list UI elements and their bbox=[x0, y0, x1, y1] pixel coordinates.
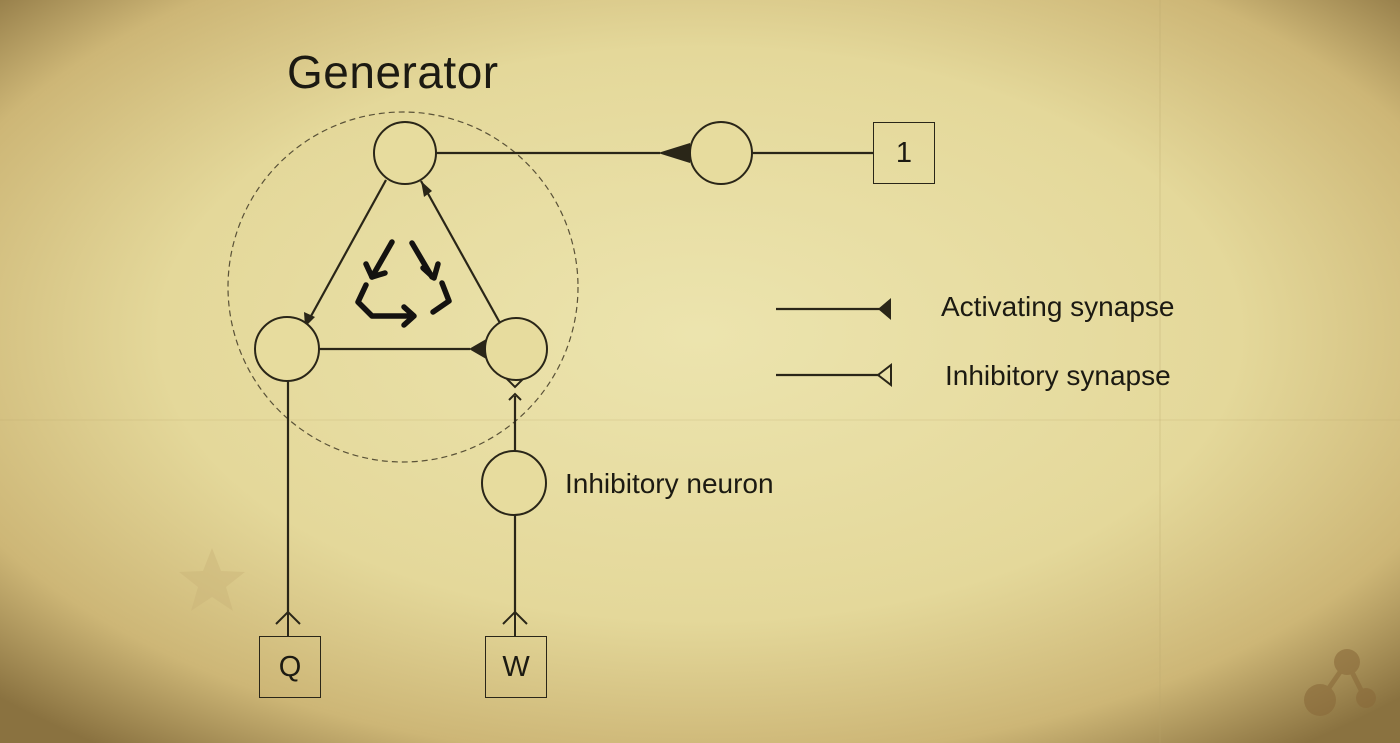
molecule-logo-icon bbox=[1304, 649, 1376, 716]
neuron-top bbox=[373, 121, 437, 185]
legend-activating-label: Activating synapse bbox=[941, 291, 1175, 322]
recycle-cycle-icon bbox=[355, 239, 452, 328]
connection-right-to-top bbox=[420, 180, 501, 324]
diagram-title: Generator bbox=[287, 46, 499, 98]
input-key-label: 1 bbox=[895, 136, 913, 169]
neuron-right bbox=[484, 317, 548, 381]
legend-activating-synapse-icon bbox=[878, 298, 891, 320]
legend-inhibitory-synapse-icon bbox=[876, 362, 892, 388]
generator-boundary bbox=[227, 111, 579, 463]
input-key-box: 1 bbox=[873, 122, 935, 184]
activating-synapse-right bbox=[469, 338, 488, 360]
output-w-box: W bbox=[485, 636, 547, 698]
output-forks bbox=[275, 392, 528, 636]
legend-inhibitory-label: Inhibitory synapse bbox=[945, 360, 1171, 391]
inhibitory-neuron-label: Inhibitory neuron bbox=[565, 468, 774, 499]
connection-top-to-left bbox=[304, 179, 387, 328]
neurons bbox=[254, 121, 753, 516]
fork-right-neuron bbox=[508, 392, 522, 401]
output-q-box: Q bbox=[259, 636, 321, 698]
activating-synapses bbox=[304, 143, 690, 360]
connections bbox=[286, 151, 873, 613]
neuron-left bbox=[254, 316, 320, 382]
activating-synapse-top-input bbox=[658, 143, 690, 163]
neuron-input-relay bbox=[689, 121, 753, 185]
neuron-inhibitory bbox=[481, 450, 547, 516]
output-w-label: W bbox=[502, 650, 530, 683]
star-watermark-icon bbox=[179, 548, 245, 611]
legend bbox=[776, 298, 892, 388]
activating-synapse-top bbox=[421, 181, 432, 197]
output-q-label: Q bbox=[278, 650, 302, 683]
